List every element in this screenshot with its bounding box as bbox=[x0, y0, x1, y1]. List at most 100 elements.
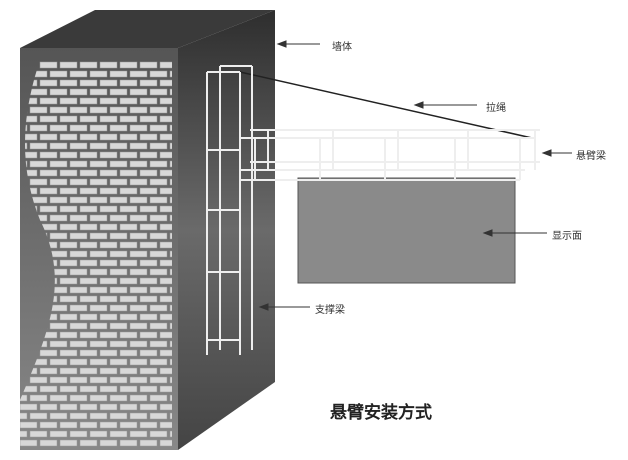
brick bbox=[49, 160, 68, 168]
brick bbox=[29, 412, 48, 420]
brick bbox=[109, 88, 128, 96]
brick bbox=[129, 196, 148, 204]
brick bbox=[159, 439, 172, 447]
brick bbox=[69, 142, 88, 150]
brick bbox=[119, 439, 138, 447]
steel-frames bbox=[206, 65, 540, 355]
brick bbox=[79, 241, 98, 249]
brick bbox=[49, 196, 68, 204]
brick bbox=[79, 439, 98, 447]
brick bbox=[99, 241, 118, 249]
brick bbox=[99, 367, 118, 375]
brick bbox=[89, 124, 108, 132]
brick bbox=[99, 61, 118, 69]
brick bbox=[89, 160, 108, 168]
brick bbox=[159, 367, 172, 375]
brick bbox=[59, 403, 78, 411]
brick bbox=[89, 286, 108, 294]
brick bbox=[139, 421, 158, 429]
brick bbox=[59, 223, 78, 231]
brick bbox=[119, 295, 138, 303]
brick bbox=[159, 79, 172, 87]
brick bbox=[99, 385, 118, 393]
brick bbox=[59, 277, 78, 285]
wall-top bbox=[20, 10, 275, 48]
brick bbox=[139, 403, 158, 411]
brick bbox=[99, 169, 118, 177]
brick bbox=[89, 196, 108, 204]
brick bbox=[129, 322, 148, 330]
brick bbox=[149, 124, 168, 132]
brick bbox=[169, 376, 172, 384]
brick bbox=[59, 151, 78, 159]
brick bbox=[79, 313, 98, 321]
brick bbox=[99, 421, 118, 429]
brick bbox=[119, 205, 138, 213]
brick bbox=[129, 214, 148, 222]
brick bbox=[89, 304, 108, 312]
brick bbox=[119, 97, 138, 105]
brick bbox=[169, 394, 172, 402]
brick bbox=[129, 88, 148, 96]
brick bbox=[109, 430, 128, 438]
brick bbox=[119, 133, 138, 141]
brick bbox=[59, 421, 78, 429]
brick bbox=[109, 232, 128, 240]
brick bbox=[129, 142, 148, 150]
brick bbox=[159, 331, 172, 339]
brick bbox=[20, 151, 38, 159]
brick bbox=[89, 340, 108, 348]
brick bbox=[149, 268, 168, 276]
brick bbox=[69, 124, 88, 132]
brick bbox=[29, 376, 48, 384]
brick bbox=[79, 385, 98, 393]
brick bbox=[99, 205, 118, 213]
brick bbox=[69, 268, 88, 276]
brick bbox=[20, 133, 38, 141]
brick bbox=[89, 430, 108, 438]
brick bbox=[129, 178, 148, 186]
brick bbox=[69, 340, 88, 348]
brick bbox=[119, 349, 138, 357]
brick bbox=[99, 313, 118, 321]
brick bbox=[20, 394, 28, 402]
brick bbox=[159, 295, 172, 303]
brick bbox=[59, 61, 78, 69]
brick bbox=[29, 88, 48, 96]
brick bbox=[49, 88, 68, 96]
brick bbox=[39, 61, 58, 69]
brick bbox=[169, 412, 172, 420]
brick bbox=[169, 430, 172, 438]
brick bbox=[109, 322, 128, 330]
brick bbox=[129, 340, 148, 348]
brick bbox=[169, 250, 172, 258]
brick bbox=[169, 160, 172, 168]
brick bbox=[39, 349, 58, 357]
brick bbox=[89, 214, 108, 222]
brick bbox=[59, 439, 78, 447]
brick bbox=[139, 115, 158, 123]
brick bbox=[109, 214, 128, 222]
brick bbox=[129, 430, 148, 438]
brick bbox=[49, 394, 68, 402]
cantilever-beam bbox=[240, 129, 540, 181]
brick bbox=[139, 205, 158, 213]
brick bbox=[39, 151, 58, 159]
brick bbox=[79, 61, 98, 69]
brick bbox=[169, 268, 172, 276]
brick bbox=[69, 70, 88, 78]
brick bbox=[129, 124, 148, 132]
brick bbox=[129, 286, 148, 294]
brick bbox=[169, 340, 172, 348]
brick bbox=[139, 277, 158, 285]
brick bbox=[169, 304, 172, 312]
brick bbox=[139, 97, 158, 105]
brick bbox=[49, 70, 68, 78]
brick bbox=[79, 205, 98, 213]
brick bbox=[149, 358, 168, 366]
brick bbox=[20, 385, 38, 393]
brick bbox=[119, 385, 138, 393]
brick bbox=[109, 196, 128, 204]
brick bbox=[109, 340, 128, 348]
brick bbox=[119, 187, 138, 195]
